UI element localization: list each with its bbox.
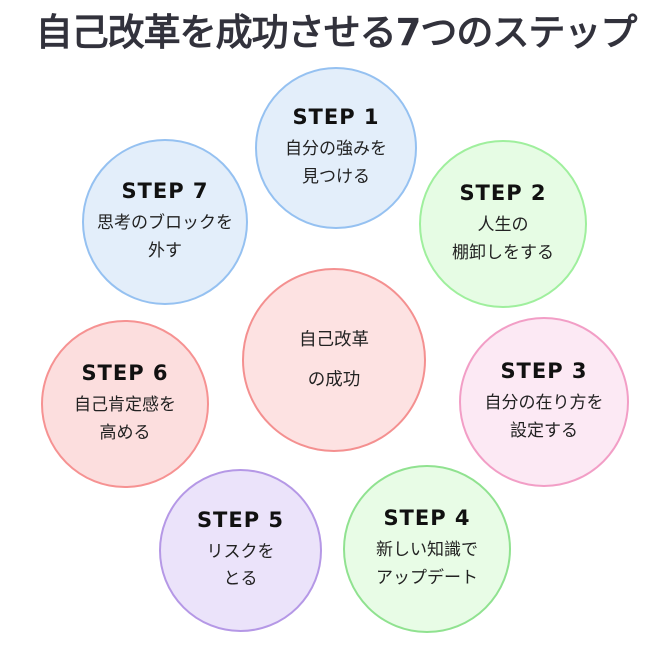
step-6-desc-line-2: 高める bbox=[99, 422, 151, 443]
step-2-label: STEP 2 bbox=[459, 181, 547, 206]
step-7-label: STEP 7 bbox=[121, 179, 209, 204]
step-1-label: STEP 1 bbox=[292, 105, 380, 130]
step-4-circle: STEP 4 新しい知識で アップデート bbox=[343, 465, 511, 633]
step-3-desc: 自分の在り方を 設定する bbox=[485, 390, 604, 444]
step-3-label: STEP 3 bbox=[500, 359, 588, 384]
step-5-desc-line-1: リスクを bbox=[206, 541, 275, 562]
step-6-label: STEP 6 bbox=[81, 361, 169, 386]
step-5-desc-line-2: とる bbox=[223, 569, 258, 589]
step-6-desc-line-1: 自己肯定感を bbox=[74, 395, 176, 416]
step-2-desc: 人生の 棚卸しをする bbox=[452, 212, 554, 266]
step-6-circle: STEP 6 自己肯定感を 高める bbox=[41, 320, 209, 488]
step-3-circle: STEP 3 自分の在り方を 設定する bbox=[459, 317, 629, 487]
step-4-desc-line-1: 新しい知識で bbox=[376, 540, 478, 561]
step-1-desc: 自分の強みを 見つける bbox=[285, 136, 387, 190]
page-title: 自己改革を成功させる7つのステップ bbox=[35, 11, 638, 54]
center-circle: 自己改革 の成功 bbox=[242, 268, 426, 452]
step-2-desc-line-2: 棚卸しをする bbox=[452, 242, 554, 263]
step-3-desc-line-2: 設定する bbox=[510, 420, 578, 441]
step-3-desc-line-1: 自分の在り方を bbox=[484, 393, 604, 414]
center-line-1: 自己改革 bbox=[299, 329, 369, 350]
step-7-desc: 思考のブロックを 外す bbox=[97, 210, 233, 264]
step-1-circle: STEP 1 自分の強みを 見つける bbox=[255, 67, 417, 229]
step-4-label: STEP 4 bbox=[383, 506, 471, 531]
step-6-desc: 自己肯定感を 高める bbox=[74, 392, 176, 446]
center-line-2: の成功 bbox=[307, 370, 361, 390]
step-2-desc-line-1: 人生の bbox=[477, 215, 529, 236]
step-7-desc-line-1: 思考のブロックを bbox=[97, 213, 233, 234]
step-5-circle: STEP 5 リスクを とる bbox=[159, 469, 322, 632]
center-circle-text: 自己改革 の成功 bbox=[299, 320, 369, 401]
step-7-circle: STEP 7 思考のブロックを 外す bbox=[82, 139, 248, 305]
step-5-desc: リスクを とる bbox=[207, 539, 275, 593]
step-2-circle: STEP 2 人生の 棚卸しをする bbox=[419, 140, 587, 308]
step-4-desc: 新しい知識で アップデート bbox=[376, 537, 478, 591]
step-1-desc-line-2: 見つける bbox=[302, 166, 370, 187]
step-4-desc-line-2: アップデート bbox=[376, 567, 478, 588]
step-7-desc-line-2: 外す bbox=[148, 240, 182, 261]
step-1-desc-line-1: 自分の強みを bbox=[285, 139, 387, 160]
step-5-label: STEP 5 bbox=[196, 507, 285, 532]
